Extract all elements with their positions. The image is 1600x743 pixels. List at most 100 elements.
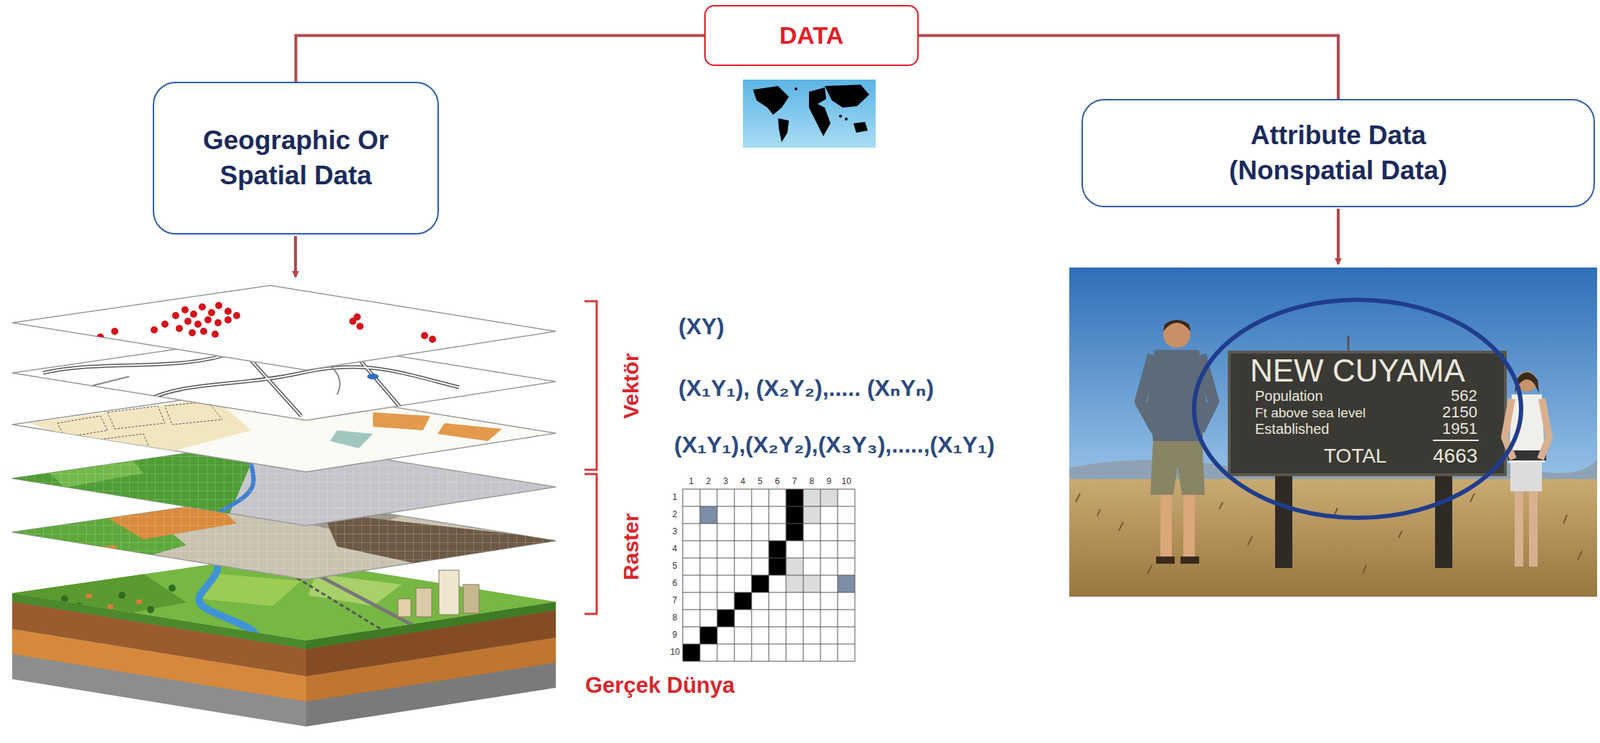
grid-index: 5	[672, 561, 678, 572]
photo	[1069, 267, 1598, 597]
ground-block	[306, 637, 556, 702]
photo	[1069, 479, 1598, 597]
grid-index: 2	[706, 476, 712, 487]
vector-layer	[194, 320, 202, 328]
grid-index: 5	[758, 476, 764, 487]
sign-text: Population	[1255, 388, 1324, 404]
photo	[1229, 352, 1506, 475]
box-text: Geographic Or Spatial Data	[188, 123, 404, 193]
vector-layer	[356, 322, 364, 330]
vector-layer	[233, 311, 241, 320]
sign-text: Ft above sea level	[1255, 405, 1366, 420]
vector-layer	[190, 310, 198, 318]
vector-layer	[329, 430, 373, 449]
grid-index: 9	[826, 476, 832, 487]
photo	[1069, 267, 1598, 597]
root-box: DATA	[704, 5, 919, 66]
vector-layer	[150, 326, 158, 334]
ground-block	[398, 598, 411, 617]
world-map	[794, 87, 798, 91]
category-box: Attribute Data (Nonspatial Data)	[1081, 98, 1595, 208]
ground-block	[415, 588, 432, 617]
raster-grid	[768, 557, 787, 576]
grid-index: 8	[672, 613, 678, 624]
vector-layer	[207, 309, 216, 317]
raster-grid	[837, 575, 855, 593]
raster-grid	[682, 489, 855, 662]
layer-bracket	[584, 301, 597, 614]
raster-grid	[803, 489, 821, 507]
photo	[1163, 320, 1191, 348]
ground-block	[308, 570, 438, 639]
photo	[1510, 458, 1542, 492]
vector-layer	[204, 316, 212, 324]
world-map	[808, 87, 831, 137]
grid-index: 1	[689, 476, 695, 487]
coordinate-text: (X₁Y₁), (X₂Y₂),..... (XₙYₙ)	[678, 375, 934, 402]
ground-block	[118, 591, 126, 599]
raster-grid	[682, 489, 855, 662]
vector-layer	[12, 285, 556, 371]
vector-layer	[161, 320, 169, 328]
raster-grid	[682, 644, 700, 662]
vector-layer	[353, 313, 361, 321]
sign-text: 4663	[1432, 446, 1478, 467]
ground-block	[168, 584, 176, 592]
world-map	[844, 117, 848, 121]
grid-index: 10	[841, 476, 852, 487]
sign-text: 562	[1450, 387, 1478, 404]
sign-text: NEW CUYAMA	[1250, 354, 1466, 387]
vector-layer	[214, 319, 222, 327]
vector-layer	[96, 333, 104, 341]
photo	[1347, 335, 1350, 353]
sign-text: 2150	[1442, 404, 1478, 421]
box-text: DATA	[779, 20, 844, 51]
grid-index: 4	[672, 544, 678, 555]
raster-grid	[786, 575, 804, 593]
world-map	[742, 79, 876, 148]
coordinate-text: (XY)	[678, 313, 725, 340]
leader-arrow	[294, 235, 297, 277]
ground-block	[96, 613, 104, 621]
ground-block	[75, 602, 83, 610]
vector-layer	[420, 332, 429, 340]
vector-layer	[437, 423, 503, 442]
photo	[1514, 487, 1524, 567]
caption-text: Gerçek Dünya	[585, 672, 736, 699]
vector-layer	[215, 301, 223, 310]
bracket-label: Raster	[618, 512, 645, 580]
vector-layer	[28, 398, 252, 459]
grid-index: 7	[792, 476, 798, 487]
ground-block	[12, 573, 187, 624]
box-text: Attribute Data (Nonspatial Data)	[1219, 118, 1457, 188]
vector-layer	[428, 335, 437, 343]
raster-grid	[803, 506, 821, 524]
ground-block	[107, 604, 114, 609]
photo	[1140, 354, 1214, 431]
sign-text: Established	[1255, 421, 1329, 437]
raster-grid	[786, 557, 804, 576]
vector-layer	[111, 327, 119, 335]
sign-text: 1951	[1442, 420, 1478, 437]
coordinate-text: (X₁Y₁),(X₂Y₂),(X₃Y₃),.....,(X₁Y₁)	[674, 431, 995, 459]
photo	[1180, 556, 1200, 564]
ground-block	[12, 628, 307, 702]
photo	[1075, 493, 1583, 574]
raster-grid	[803, 575, 821, 593]
world-map	[853, 121, 868, 133]
ground-block	[463, 584, 480, 614]
vector-layer	[211, 330, 219, 338]
grid-index: 6	[672, 578, 678, 589]
ground-block	[147, 606, 155, 614]
bracket-label: Vektör	[618, 352, 645, 419]
raster-grid	[682, 489, 855, 662]
vector-layer	[181, 306, 189, 314]
vector-layer	[184, 317, 192, 325]
grid-index: 9	[672, 630, 678, 641]
grid-index: 1	[672, 492, 678, 503]
photo	[1156, 556, 1175, 564]
grid-index: 3	[723, 476, 729, 487]
photo	[1150, 437, 1205, 495]
grid-index: 7	[672, 595, 678, 607]
